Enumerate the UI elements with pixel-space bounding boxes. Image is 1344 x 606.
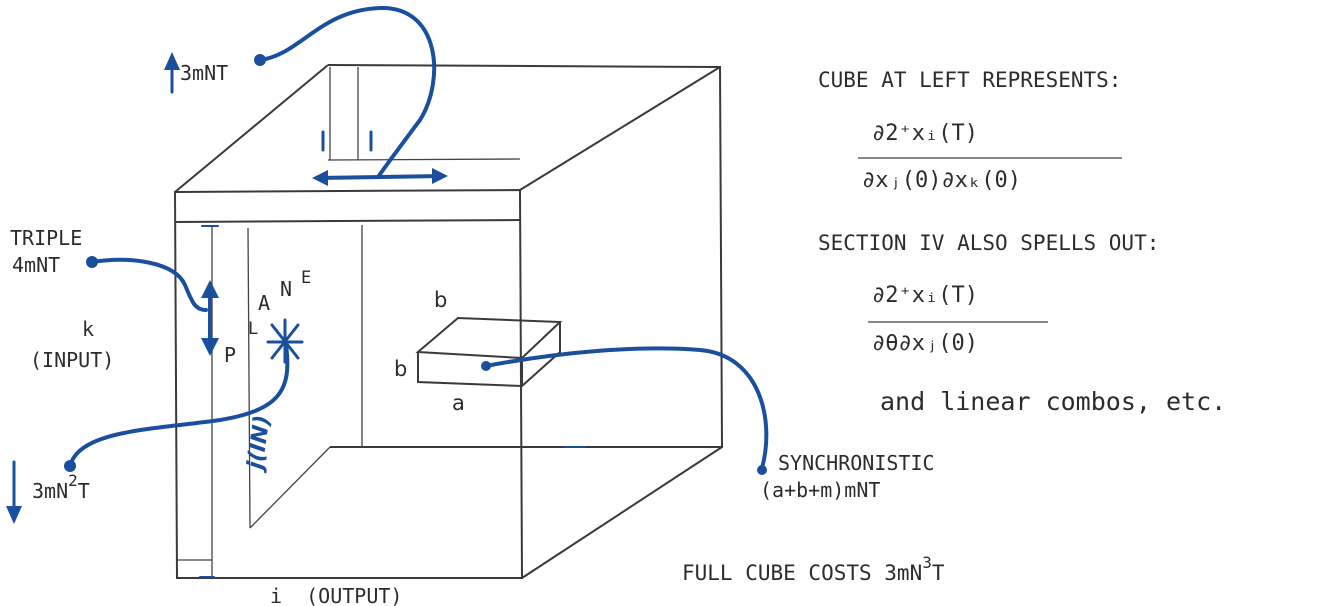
top-cost-label: 3mNT (180, 61, 228, 85)
k-arrow-down-head (201, 338, 219, 356)
triple-label: TRIPLE (10, 226, 82, 250)
plane-letter-e: E (301, 268, 311, 288)
cube-represents-heading: CUBE AT LEFT REPRESENTS: (818, 68, 1121, 92)
k-input-label: (INPUT) (30, 348, 114, 372)
top-slab-arrow-left (312, 170, 328, 186)
left-cost-label: 3mN2T (32, 471, 90, 503)
box-label-a: a (452, 391, 465, 415)
small-box-top (415, 316, 563, 360)
top-slab-arrow-right (432, 168, 448, 184)
top-cost-curve (258, 5, 437, 179)
formula-2-denominator: ∂θ∂xⱼ(0) (872, 331, 978, 356)
cube-edge-top-left (174, 64, 329, 193)
box-label-b-left: b (394, 357, 407, 381)
top-slab-back (327, 158, 521, 161)
output-label: i (OUTPUT) (270, 584, 402, 606)
synchronistic-cost-label: (a+b+m)mNT (760, 478, 880, 502)
small-box: b b a (394, 288, 563, 415)
cube-back-face (327, 64, 724, 448)
triple-cost-label: 4mNT (12, 253, 60, 277)
plane-letter-l: L (248, 319, 258, 339)
left-down-arrow-head (6, 506, 22, 524)
top-slab-horizontal-arrow (316, 174, 444, 180)
plane-letter-n: N (280, 277, 292, 301)
formula-1-numerator: ∂2⁺xᵢ(T) (872, 121, 978, 146)
section-iv-heading: SECTION IV ALSO SPELLS OUT: (818, 231, 1159, 255)
cube-labels: 3mNT TRIPLE 4mNT k (INPUT) P L A N E 3mN… (10, 61, 935, 606)
cube-wireframe (173, 64, 724, 579)
top-slab-front (174, 219, 521, 223)
small-box-front (417, 352, 523, 388)
triple-curve (90, 257, 208, 312)
synchronistic-dot (757, 465, 767, 475)
top-up-arrow-head (164, 52, 180, 70)
j-in-label: j(IN) (243, 414, 276, 474)
cube-edge-bottom-right (521, 446, 723, 579)
cube-edge-top-right (519, 66, 721, 191)
formula-1-denominator: ∂xⱼ(0)∂xₖ(0) (862, 168, 1021, 193)
left-plane-inner (247, 227, 251, 529)
k-arrow-up-head (201, 280, 219, 298)
plane-letter-a: A (258, 291, 270, 315)
synchronistic-curve (484, 346, 769, 470)
left-cost-curve (68, 343, 290, 468)
box-label-b-top: b (434, 288, 447, 312)
plane-star-icon (266, 318, 304, 364)
small-box-side (521, 322, 561, 387)
plane-letter-p: P (224, 343, 236, 367)
cube-edge-bottom-left (249, 446, 331, 529)
linear-combos-text: and linear combos, etc. (880, 387, 1226, 416)
full-cube-cost: FULL CUBE COSTS 3mN3T (682, 553, 945, 585)
right-panel: CUBE AT LEFT REPRESENTS: ∂2⁺xᵢ(T) ∂xⱼ(0)… (682, 68, 1226, 585)
k-label: k (82, 317, 94, 341)
synchronistic-label: SYNCHRONISTIC (778, 451, 935, 475)
formula-2-numerator: ∂2⁺xᵢ(T) (872, 283, 978, 308)
